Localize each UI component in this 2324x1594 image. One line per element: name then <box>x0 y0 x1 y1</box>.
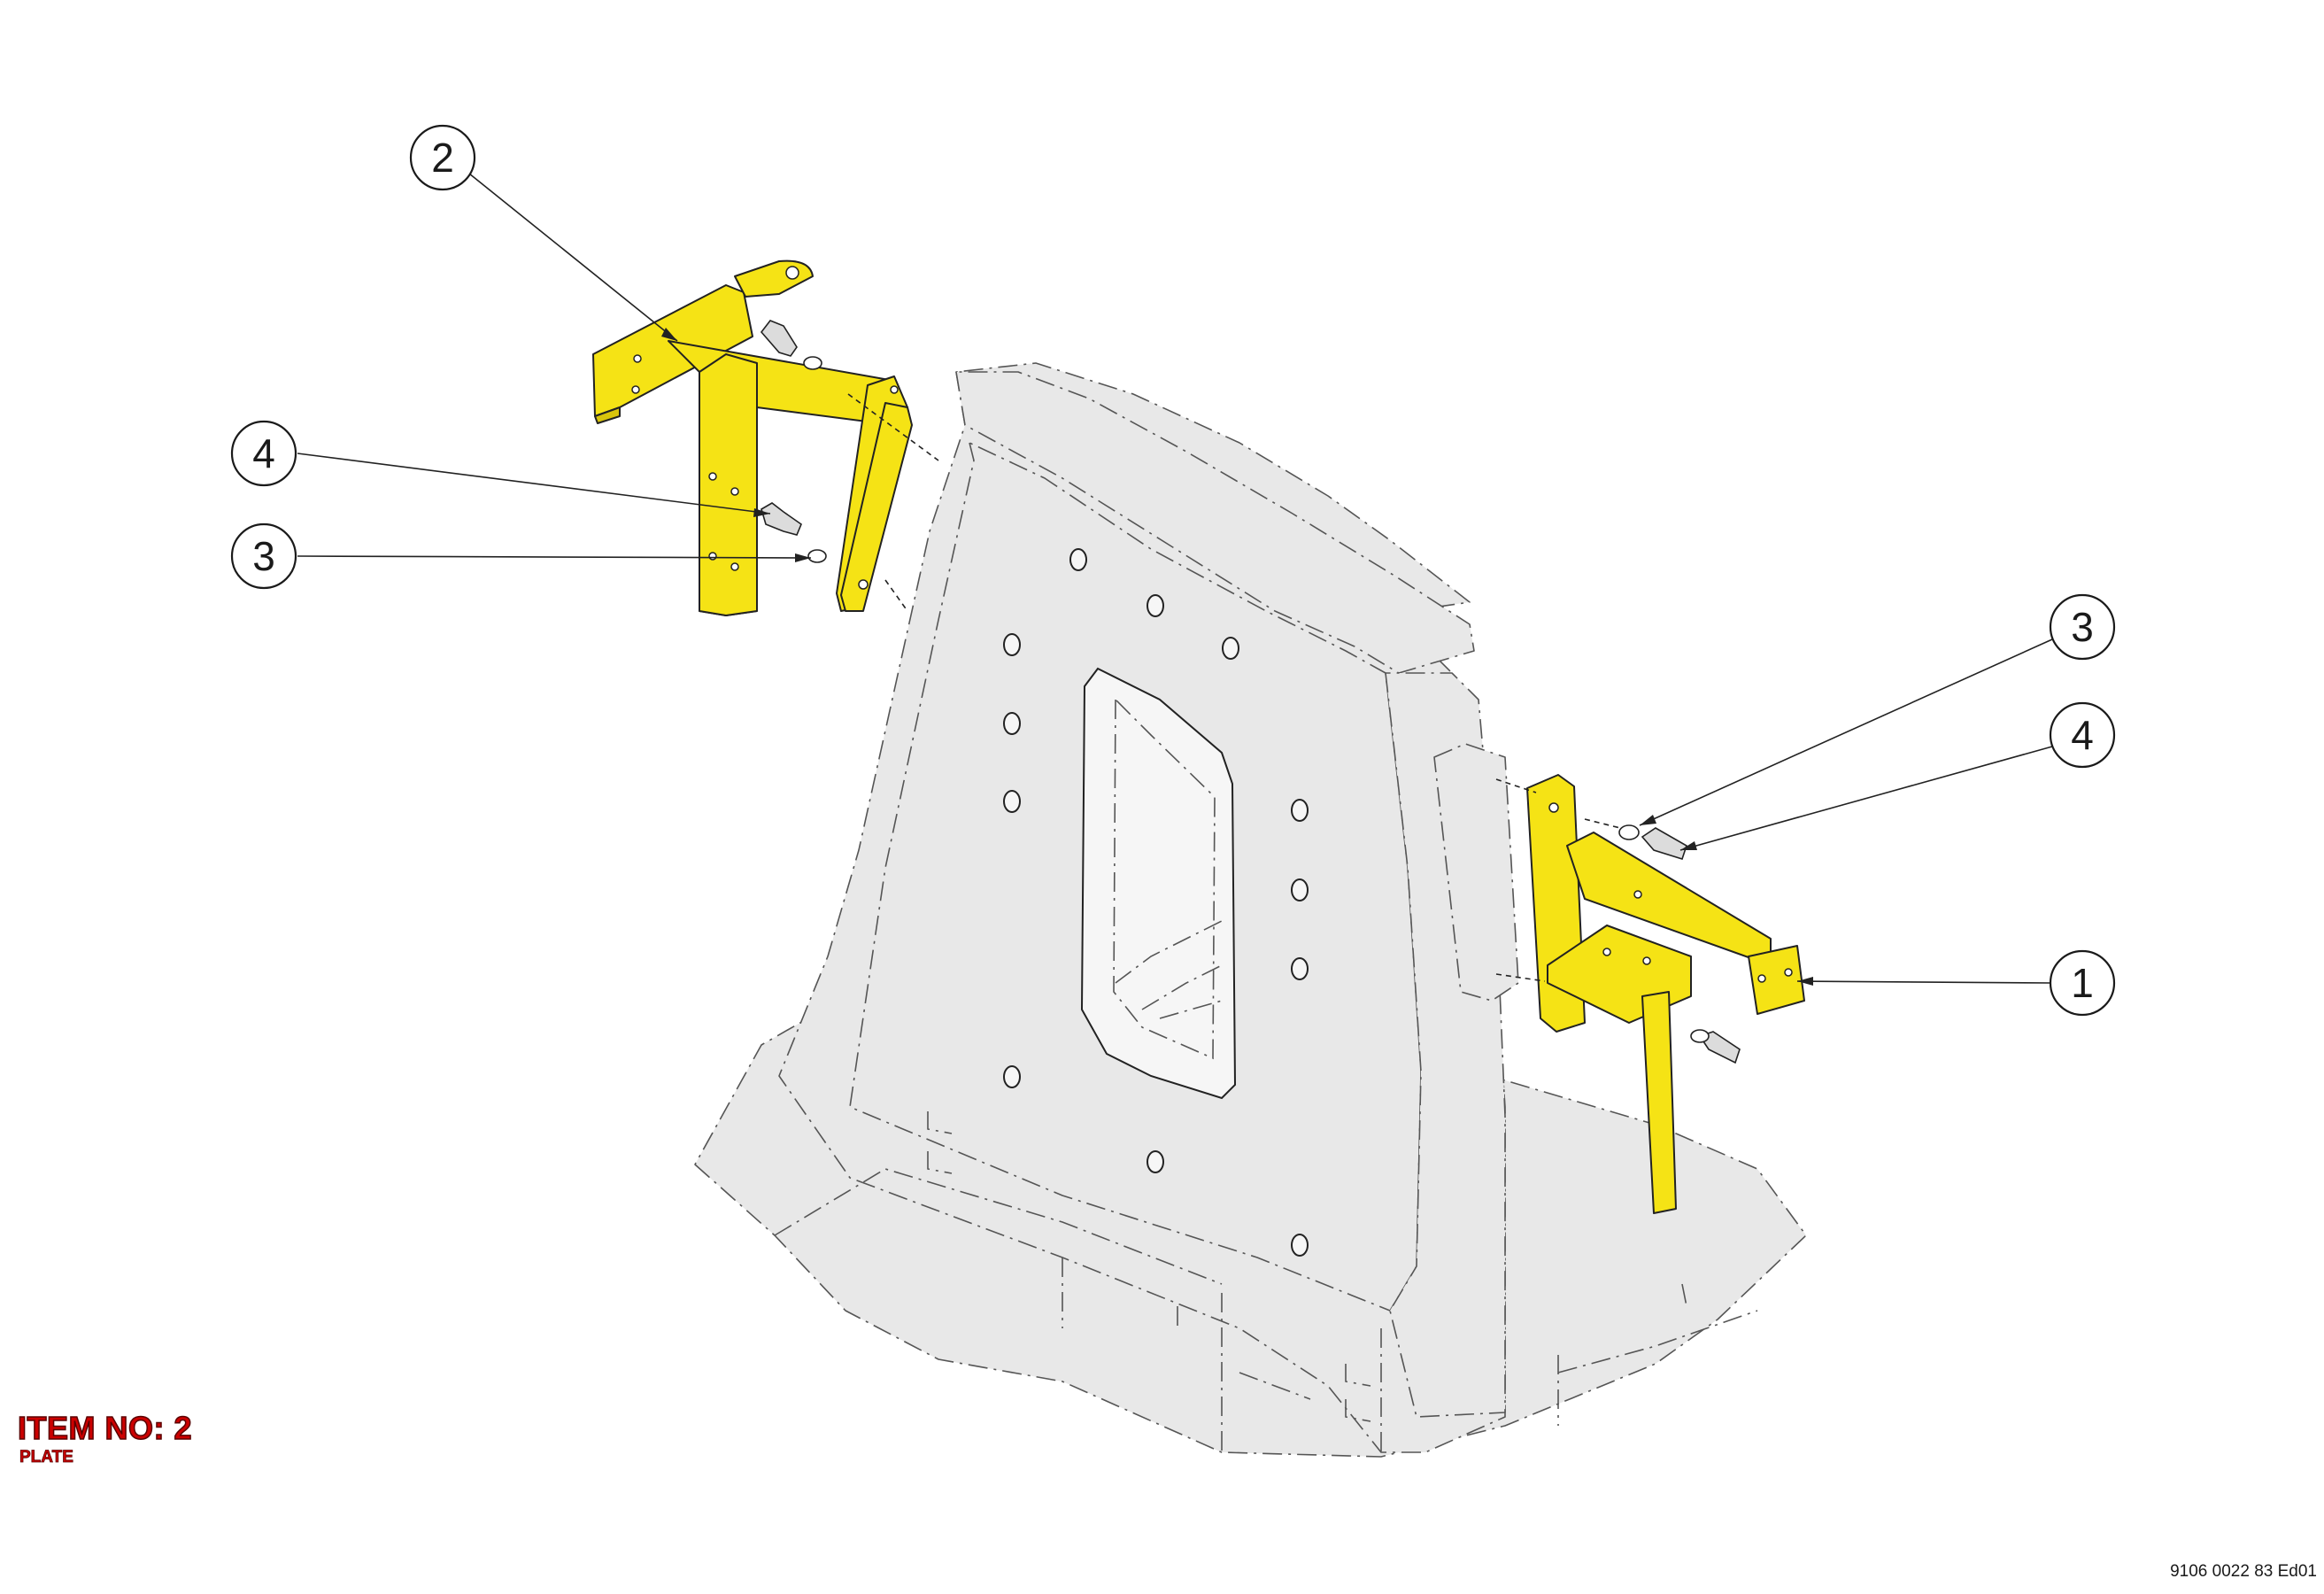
frame-window-floor <box>1115 920 1223 1019</box>
bracket-2-hole <box>631 385 640 394</box>
bracket-1-hole <box>1642 956 1651 965</box>
callout-c3a: 3 <box>230 522 297 590</box>
bracket-1-hole <box>1602 948 1611 956</box>
frame-hole <box>1147 594 1164 617</box>
callout-circle <box>2049 593 2116 661</box>
frame-base-facets <box>774 1168 1758 1457</box>
frame-hole <box>1003 712 1021 735</box>
bracket-1-lower-leg <box>1641 991 1677 1214</box>
bolt-icon <box>760 320 798 357</box>
frame-holes <box>1003 548 1309 1257</box>
bolt-icon <box>1641 827 1687 860</box>
callout-number: 4 <box>2071 712 2094 758</box>
callout-number: 3 <box>252 533 275 579</box>
callout-c2: 2 <box>409 124 476 191</box>
leader-c1 <box>1796 980 2053 984</box>
washer-icon <box>1690 1029 1710 1043</box>
bracket-2-hole <box>730 487 739 496</box>
bracket-2-hole <box>633 354 642 363</box>
callout-number: 2 <box>431 135 454 181</box>
leader-c3a <box>297 555 812 559</box>
washer-icon <box>803 356 822 370</box>
bracket-2-hole <box>708 472 717 481</box>
bracket-1-hole <box>1757 974 1766 983</box>
frame-hole <box>1291 957 1309 980</box>
callout-leaders <box>297 173 2053 986</box>
leader-c4a <box>297 453 771 515</box>
bracket-2-top-edge <box>594 406 621 424</box>
arrowhead-icon <box>753 508 770 517</box>
leader-c3b <box>1639 638 2053 826</box>
washer-icon <box>807 549 827 563</box>
arrowhead-icon <box>795 553 811 562</box>
item-2-bracket <box>592 259 939 616</box>
callout-circle <box>2049 949 2116 1017</box>
frame-hole <box>1003 633 1021 656</box>
arrowhead-icon <box>661 328 677 341</box>
callout-number: 3 <box>2071 604 2094 650</box>
frame-slots <box>927 1111 1687 1422</box>
item-1-bracket <box>1495 774 1805 1214</box>
arrowhead-icon <box>1640 815 1656 825</box>
item-number-label: ITEM NO: 2 <box>17 1410 193 1446</box>
item-name-label: PLATE <box>19 1448 74 1467</box>
callout-circle <box>230 420 297 487</box>
callout-circle <box>230 522 297 590</box>
callout-circle <box>2049 701 2116 769</box>
frame-top-cap <box>955 371 1475 674</box>
callout-number: 4 <box>252 430 275 476</box>
bracket-1-dash-line <box>1495 778 1621 982</box>
frame-body <box>694 362 1807 1458</box>
bracket-2-hole <box>730 562 739 571</box>
frame-window-inner <box>1113 698 1216 1060</box>
bracket-2-hole <box>708 552 717 561</box>
bracket-1-hole <box>1633 890 1642 899</box>
bracket-2-hole <box>890 385 899 394</box>
bracket-1-hole <box>1548 802 1559 813</box>
bracket-1-hole <box>1784 968 1793 977</box>
arrowhead-icon <box>1680 841 1697 850</box>
frame-hole <box>1069 548 1087 571</box>
bracket-1-end-plate <box>1748 945 1805 1015</box>
callout-number: 1 <box>2071 960 2094 1006</box>
frame-window <box>1080 667 1237 1100</box>
callout-c3b: 3 <box>2049 593 2116 661</box>
leader-c4b <box>1679 746 2053 851</box>
frame-hole <box>1003 790 1021 813</box>
frame-hole <box>1291 1234 1309 1257</box>
callout-c1: 1 <box>2049 949 2116 1017</box>
leader-c2 <box>468 173 678 342</box>
bracket-2-leg <box>699 353 758 616</box>
frame-side-pad <box>1433 743 1519 1002</box>
frame-hole <box>1222 637 1239 660</box>
bracket-2-side-plate <box>840 402 913 612</box>
frame-hole <box>1291 799 1309 822</box>
callout-circle <box>409 124 476 191</box>
bracket-2-ear-hole <box>785 266 799 280</box>
bolt-icon <box>761 502 802 536</box>
document-number: 9106 0022 83 Ed01 <box>2170 1562 2317 1581</box>
callout-c4a: 4 <box>230 420 297 487</box>
callout-c4b: 4 <box>2049 701 2116 769</box>
frame-hole <box>1291 878 1309 901</box>
bolt-icon <box>1698 1031 1741 1064</box>
washer-icon <box>1618 824 1640 840</box>
frame-hole <box>1003 1065 1021 1088</box>
bracket-2-ear <box>734 259 814 298</box>
arrowhead-icon <box>1797 977 1813 986</box>
bracket-2-dash-line <box>847 393 939 612</box>
frame-hole <box>1147 1150 1164 1173</box>
bracket-2-hole <box>858 579 869 590</box>
